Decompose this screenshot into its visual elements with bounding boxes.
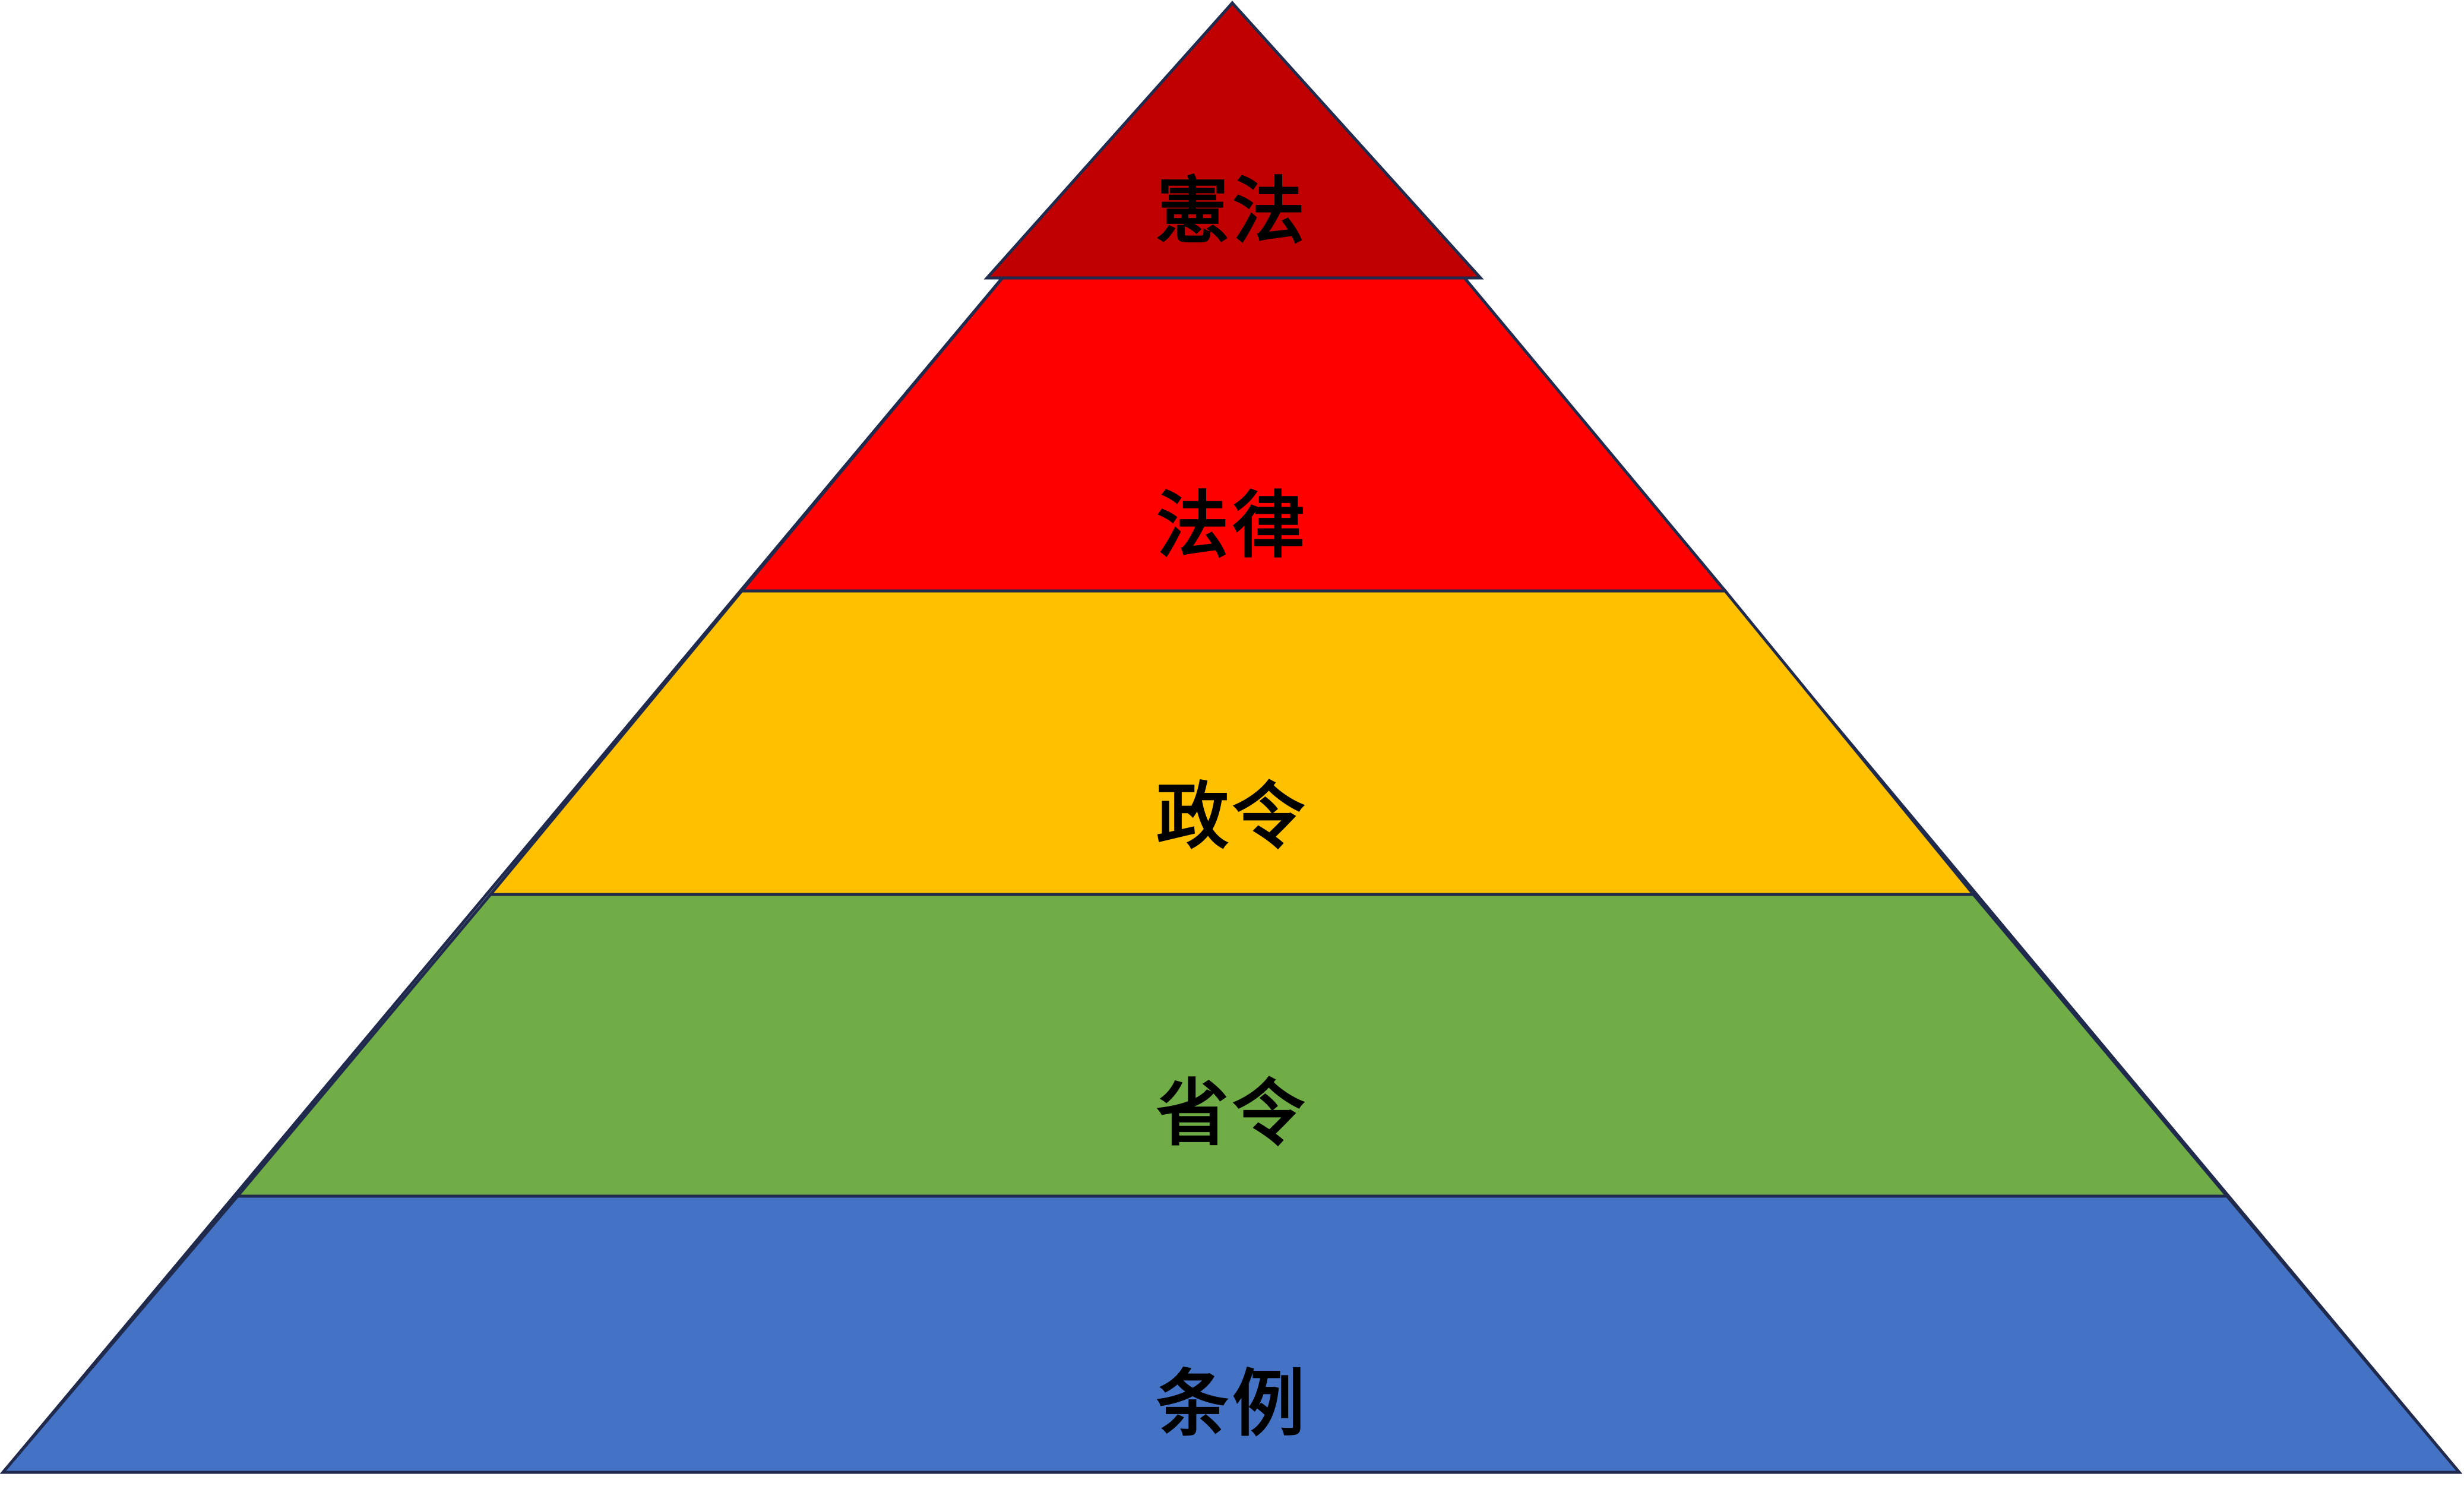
level-5-label: 条例 [1156,1362,1308,1446]
level-4-label: 省令 [1156,1071,1308,1156]
level-1-label: 憲法 [1156,169,1308,254]
level-2-label: 法律 [1156,483,1308,568]
level-3-label: 政令 [1156,774,1308,859]
level-1-band [983,1,1484,280]
